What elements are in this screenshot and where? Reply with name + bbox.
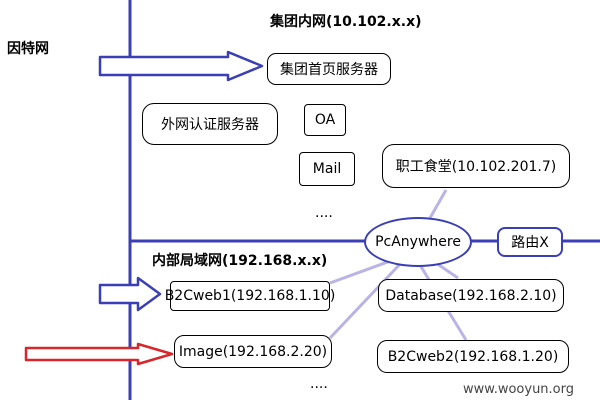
b2cweb1-node: B2Cweb1(192.168.1.10) — [165, 281, 335, 311]
blue-arrow-middle — [98, 276, 162, 312]
lan-label: 内部局域网(192.168.x.x) — [152, 253, 328, 269]
connector-canteen — [428, 189, 448, 219]
auth-server-node: 外网认证服务器 — [142, 103, 278, 145]
group-home-server-node: 集团首页服务器 — [267, 53, 391, 85]
watermark: www.wooyun.org — [463, 382, 575, 397]
internet-label: 因特网 — [7, 41, 49, 57]
ellipsis-bottom: .... — [310, 376, 328, 392]
red-arrow-bottom — [24, 342, 174, 366]
canteen-node: 职工食堂(10.102.201.7) — [382, 144, 570, 188]
router-node: 路由X — [497, 227, 563, 257]
group-network-label: 集团内网(10.102.x.x) — [270, 14, 422, 30]
connector-b2cweb1 — [329, 258, 394, 285]
database-node: Database(192.168.2.10) — [378, 279, 564, 312]
connector-database — [435, 261, 459, 280]
blue-arrow-top — [98, 50, 264, 82]
mail-node: Mail — [299, 152, 355, 186]
ellipsis-top: .... — [315, 205, 333, 221]
connector-image — [328, 260, 404, 340]
image-node: Image(192.168.2.20) — [174, 335, 332, 368]
b2cweb2-node: B2Cweb2(192.168.1.20) — [377, 340, 569, 373]
pcanywhere-node: PcAnywhere — [364, 217, 472, 267]
oa-node: OA — [304, 104, 346, 136]
